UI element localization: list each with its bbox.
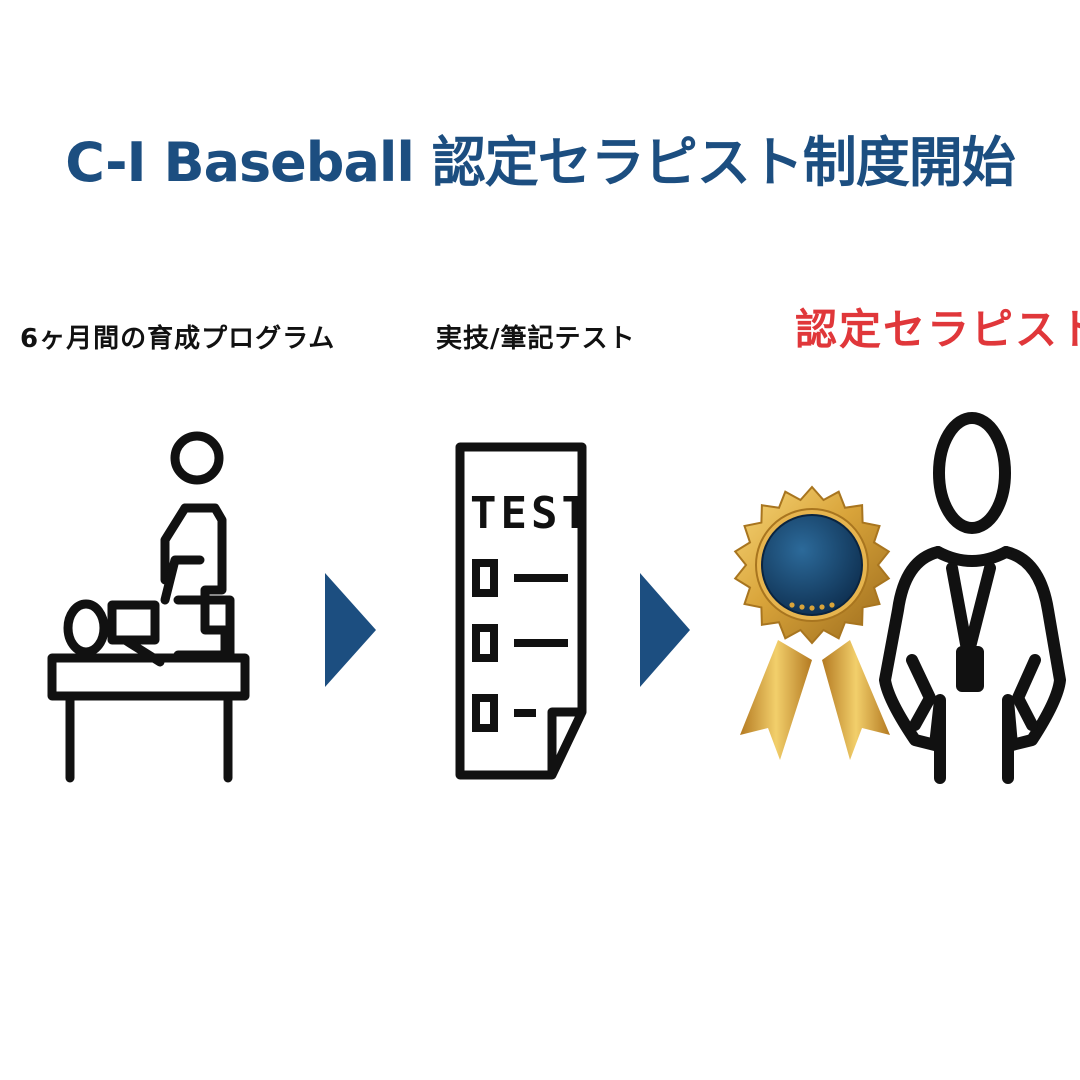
therapy-massage-icon <box>47 431 250 783</box>
test-sheet-title: TEST <box>470 488 592 539</box>
arrow-right-icon <box>325 573 376 687</box>
arrow-right-icon <box>640 573 690 687</box>
page-title: C-I Baseball 認定セラピスト制度開始 <box>65 131 1015 194</box>
test-sheet-icon: TEST <box>455 442 592 780</box>
step-label-test: 実技/筆記テスト <box>436 324 636 354</box>
step-label-certified-therapist: 認定セラピスト <box>795 305 1080 354</box>
certified-therapist-icon <box>879 412 1066 784</box>
medal-icon <box>733 485 891 760</box>
step-label-training-program: 6ヶ月間の育成プログラム <box>20 324 336 354</box>
